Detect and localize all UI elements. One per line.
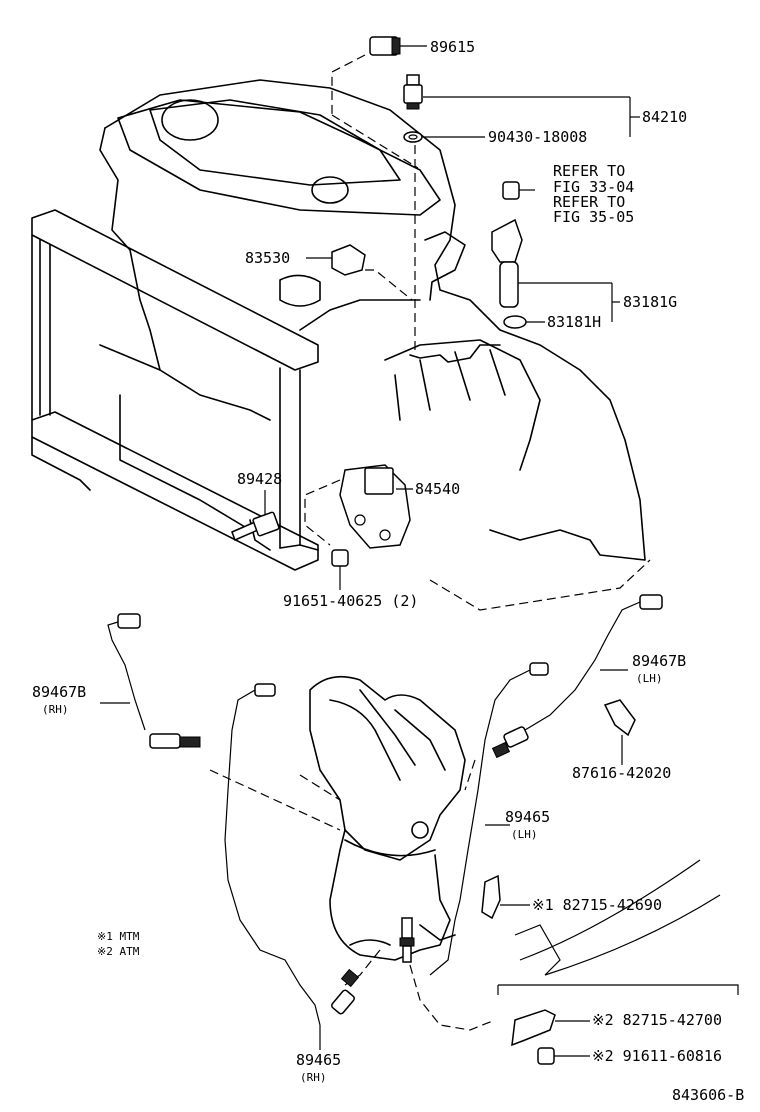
label-89615: 89615 (430, 38, 475, 56)
part-82715-42700-bracket[interactable] (511, 1009, 590, 1047)
note-mtm: ※1 MTM (97, 930, 140, 943)
refer-nut[interactable] (502, 181, 535, 200)
figure-id: 843606-B (672, 1086, 744, 1104)
part-89467b-rh-sensor[interactable] (100, 613, 201, 749)
label-89467b-rh-side: (RH) (42, 703, 69, 716)
part-84210-sensor[interactable] (403, 74, 640, 137)
label-84210: 84210 (642, 108, 687, 126)
label-87616-42020: 87616-42020 (572, 764, 671, 782)
radiator-outline (31, 209, 319, 571)
part-90430-washer[interactable] (403, 131, 485, 143)
label-83530: 83530 (245, 249, 290, 267)
part-91611-bolt[interactable] (537, 1047, 590, 1065)
label-83181h: 83181H (547, 313, 601, 331)
part-83181h-oring[interactable] (503, 315, 545, 329)
label-82715-42690: ※1 82715-42690 (532, 896, 662, 914)
part-87616-clamp[interactable] (603, 699, 636, 765)
converter-sensor[interactable] (399, 917, 415, 963)
label-82715-42700: ※2 82715-42700 (592, 1011, 722, 1029)
part-89615-switch[interactable] (369, 36, 427, 56)
part-89428-sensor[interactable] (231, 490, 280, 542)
label-89467b-lh: 89467B (632, 652, 686, 670)
part-83530-switch[interactable] (306, 244, 366, 276)
label-89465-rh-side: (RH) (300, 1071, 327, 1084)
label-89428: 89428 (237, 470, 282, 488)
part-83181g-sensor[interactable] (491, 218, 620, 322)
engine-block-outline (99, 79, 646, 561)
refer-text-2b: FIG 35-05 (553, 208, 634, 226)
part-89465-rh-sensor[interactable] (224, 683, 360, 1050)
label-89467b-lh-side: (LH) (636, 672, 663, 685)
part-89465-lh-sensor[interactable] (429, 662, 549, 976)
label-89467b-rh: 89467B (32, 683, 86, 701)
note-atm: ※2 ATM (97, 945, 140, 958)
refer-text-1b: FIG 33-04 (553, 178, 634, 196)
label-89465-lh: 89465 (505, 808, 550, 826)
body-contour-lines (497, 859, 739, 995)
part-82715-42690-bracket[interactable] (481, 874, 530, 920)
label-84540: 84540 (415, 480, 460, 498)
part-84540-switch[interactable] (339, 464, 413, 549)
refer-text-1a: REFER TO (553, 162, 625, 180)
part-91651-bolt[interactable] (331, 549, 349, 590)
exhaust-manifold-outline (309, 675, 466, 961)
label-89465-rh: 89465 (296, 1051, 341, 1069)
label-83181g: 83181G (623, 293, 677, 311)
label-89465-lh-side: (LH) (511, 828, 538, 841)
refer-text-2a: REFER TO (553, 193, 625, 211)
label-90430-18008: 90430-18008 (488, 128, 587, 146)
label-91651-40625: 91651-40625 (2) (283, 592, 418, 610)
label-91611-60816: ※2 91611-60816 (592, 1047, 722, 1065)
part-89467b-lh-sensor[interactable] (491, 594, 663, 759)
